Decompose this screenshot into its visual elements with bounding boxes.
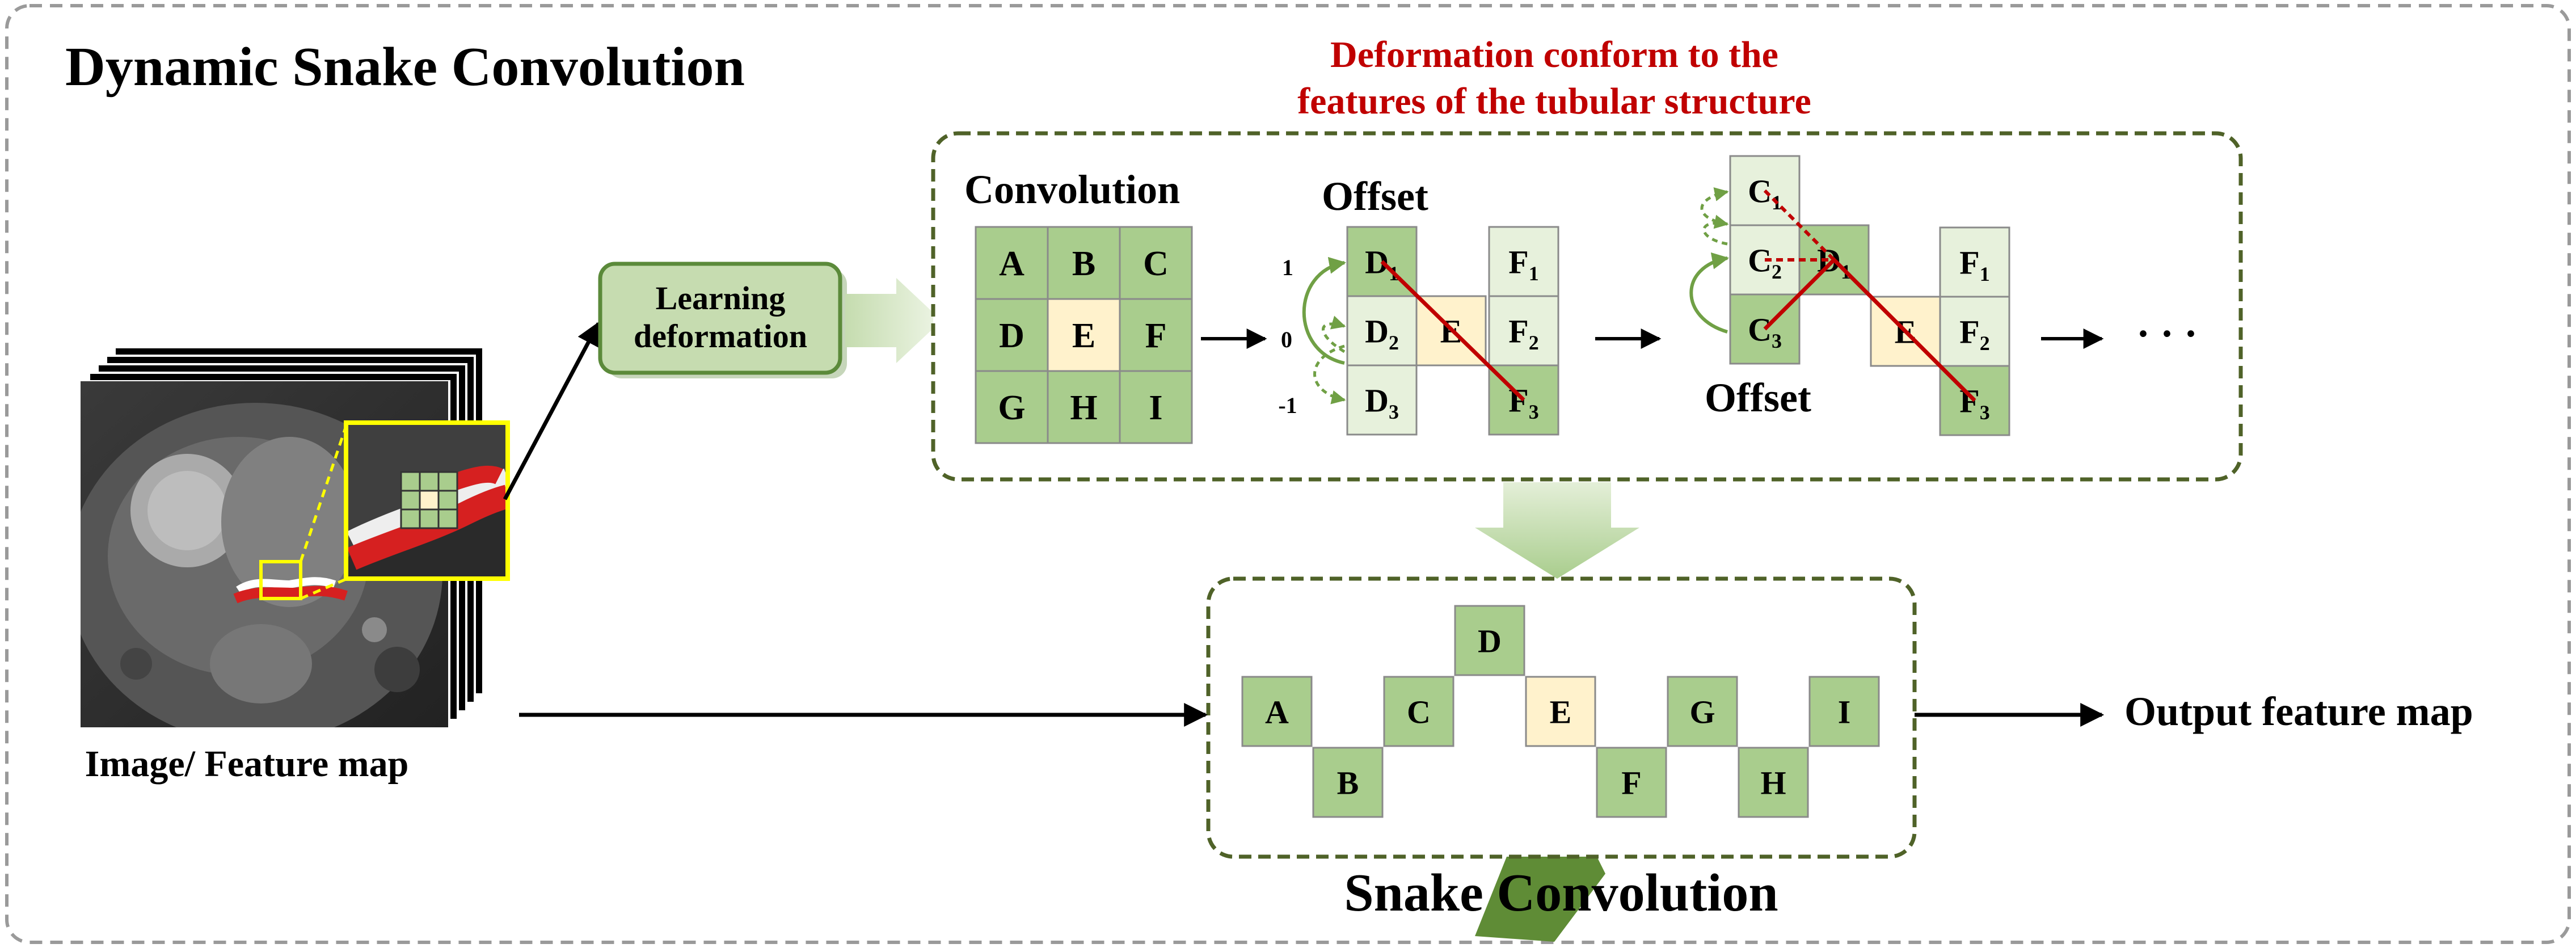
snake-cell-d-label: D [1478, 622, 1502, 659]
offset1-cell-f1: F1 [1488, 226, 1559, 297]
offset-1-path [1380, 260, 1525, 402]
conv-cell-h: H [1047, 370, 1121, 444]
annotation-line-1: Deformation conform to the [1330, 34, 1778, 75]
deformation-panel [931, 131, 2243, 482]
offset-down-curve [1313, 344, 1346, 405]
offset1-cell-d2: D2 [1346, 295, 1418, 366]
learning-deformation-box: Learning deformation [598, 262, 847, 378]
snake-cell-c: C [1383, 676, 1454, 747]
snake-cell-h: H [1738, 747, 1809, 818]
convolution-grid: A B C D E F G H I [975, 226, 1193, 444]
offset2-cell-f2: F2 [1939, 296, 2010, 367]
offset-2-dashed-1 [1763, 189, 1836, 262]
conv-cell-b-label: B [1072, 245, 1095, 283]
snake-cell-g: G [1667, 676, 1738, 747]
zoom-guide-bottom [300, 577, 348, 600]
offset2-cell-f1: F1 [1939, 226, 2010, 298]
snake-cell-e-label: E [1550, 693, 1572, 730]
offset1-cell-f2-label: F2 [1508, 313, 1538, 354]
conv-cell-a: A [975, 226, 1049, 300]
snake-cell-i: I [1808, 676, 1880, 747]
input-label: Image/ Feature map [85, 743, 409, 785]
fade-arrow-right [845, 278, 942, 363]
offset1-cell-d2-label: D2 [1365, 313, 1399, 354]
learning-label-line-2: deformation [634, 318, 807, 355]
axis-label-neg1: -1 [1278, 393, 1297, 418]
offset-1-grid: D1D2D3EF1F2F3 [1302, 226, 1559, 436]
offset-2-title: Offset [1705, 375, 1811, 420]
conv-cell-i-label: I [1149, 389, 1162, 427]
conv-cell-c: C [1119, 226, 1193, 300]
snake-cell-f: F [1596, 747, 1667, 818]
convolution-title: Convolution [964, 167, 1180, 212]
snake-cell-a: A [1241, 676, 1313, 747]
snake-convolution-grid: A B C D E F G H I [1241, 605, 1880, 818]
snake-cell-e: E [1525, 676, 1596, 747]
output-label: Output feature map [2124, 689, 2473, 734]
snake-cell-a-label: A [1265, 693, 1289, 730]
offset1-cell-d3: D3 [1346, 364, 1418, 436]
zoom-inset [344, 420, 510, 581]
conv-cell-h-label: H [1070, 389, 1097, 427]
snake-cell-b: B [1312, 747, 1384, 818]
conv-cell-f-label: F [1145, 317, 1167, 355]
snake-cell-f-label: F [1621, 764, 1641, 801]
snake-cell-i-label: I [1838, 693, 1851, 730]
zoom-guide-top [299, 422, 349, 562]
offset-2-curve-mid [1702, 214, 1729, 246]
ellipsis: · · · [2136, 311, 2198, 356]
snake-cell-d: D [1454, 605, 1525, 676]
offset1-cell-f2: F2 [1488, 295, 1559, 366]
offset-2-path [1763, 257, 1976, 402]
conv-cell-d-label: D [999, 317, 1025, 355]
axis-label-0: 0 [1281, 327, 1292, 352]
conv-cell-e-label: E [1072, 317, 1095, 355]
conv-cell-b: B [1047, 226, 1121, 300]
axis-label-1: 1 [1282, 255, 1293, 280]
arrow-to-learning [503, 321, 601, 500]
offset-1-title: Offset [1322, 174, 1428, 219]
offset-mid-curve [1322, 315, 1346, 353]
snake-cell-c-label: C [1407, 693, 1431, 730]
snake-cell-g-label: G [1689, 693, 1715, 730]
conv-cell-i: I [1119, 370, 1193, 444]
page-title: Dynamic Snake Convolution [65, 36, 745, 98]
conv-cell-c-label: C [1143, 245, 1169, 283]
conv-cell-f: F [1119, 298, 1193, 372]
snake-cell-b-label: B [1337, 764, 1359, 801]
annotation-line-2: features of the tubular structure [1297, 81, 1811, 122]
conv-cell-e: E [1047, 298, 1121, 372]
learning-label-line-1: Learning [656, 280, 786, 317]
outer-frame [5, 4, 2571, 944]
conv-cell-g: G [975, 370, 1049, 444]
offset-2-grid: C1C2C3D1EF1F2F3 [1689, 155, 2010, 436]
fade-arrow-down [1475, 482, 1639, 579]
snake-title: Snake Convolution [1344, 863, 1778, 922]
conv-cell-d: D [975, 298, 1049, 372]
snake-cell-h-label: H [1760, 764, 1786, 801]
conv-cell-g-label: G [998, 389, 1025, 427]
offset-2-curve-bottom [1689, 252, 1729, 334]
conv-cell-a-label: A [999, 245, 1025, 283]
offset2-cell-c2-label: C2 [1748, 242, 1782, 283]
